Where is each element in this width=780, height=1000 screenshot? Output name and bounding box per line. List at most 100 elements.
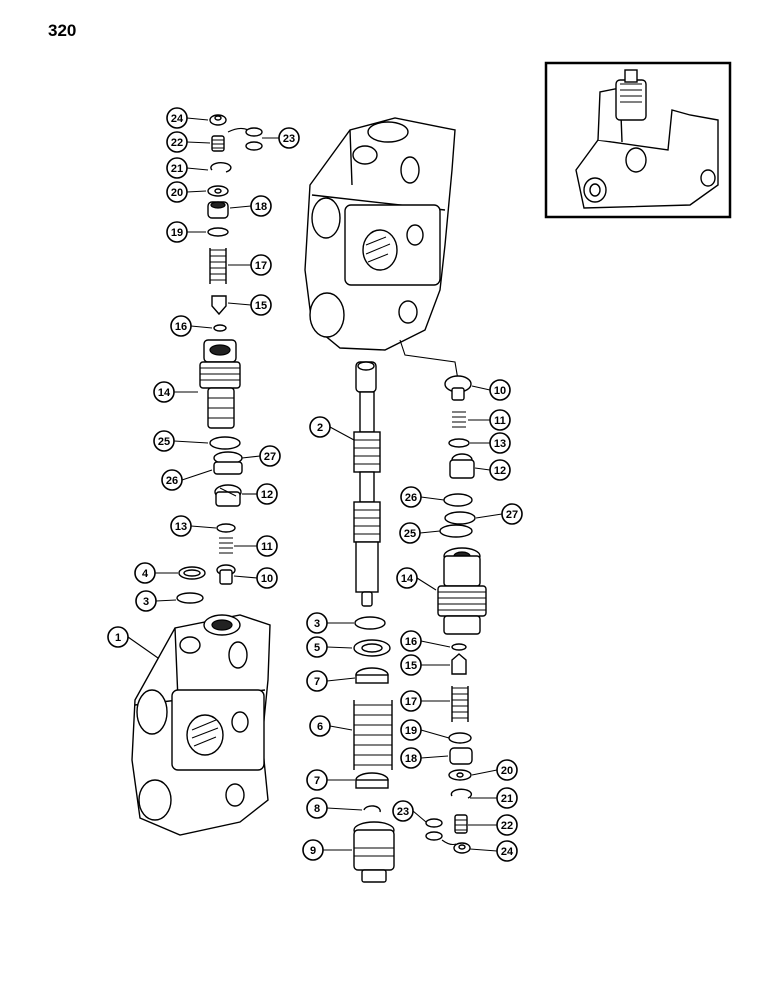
lower-valve-section-drawing bbox=[131, 614, 271, 836]
callout-number: 13 bbox=[175, 521, 187, 533]
callout-3: 3 bbox=[306, 612, 354, 634]
callout-number: 21 bbox=[501, 793, 513, 805]
callout-circle bbox=[256, 567, 278, 589]
callout-leader-line bbox=[329, 426, 355, 441]
callout-23: 23 bbox=[392, 800, 427, 823]
callout-15: 15 bbox=[227, 294, 272, 316]
callout-7: 7 bbox=[306, 670, 356, 692]
callout-leader-line bbox=[155, 599, 177, 602]
callout-leader-line bbox=[233, 575, 258, 579]
callout-circle bbox=[278, 127, 300, 149]
callout-leader-line bbox=[419, 530, 441, 534]
callout-leader-line bbox=[471, 769, 498, 776]
callout-number: 7 bbox=[314, 775, 320, 787]
callout-circle bbox=[400, 654, 422, 676]
callout-number: 17 bbox=[255, 260, 267, 272]
callout-leader-line bbox=[127, 636, 159, 659]
callout-circle bbox=[306, 636, 328, 658]
callout-circle bbox=[306, 769, 328, 791]
callout-number: 25 bbox=[158, 436, 170, 448]
callout-leader-line bbox=[416, 577, 437, 591]
callout-number: 18 bbox=[405, 753, 417, 765]
callout-number: 6 bbox=[317, 721, 323, 733]
callout-circle bbox=[256, 483, 278, 505]
callout-number: 18 bbox=[255, 201, 267, 213]
callout-circle bbox=[392, 800, 414, 822]
callout-circle bbox=[306, 612, 328, 634]
callout-circle bbox=[256, 535, 278, 557]
callout-10: 10 bbox=[471, 379, 511, 401]
callout-number: 15 bbox=[405, 660, 417, 672]
callout-leader-line bbox=[420, 496, 445, 501]
inset-valve-body-drawing bbox=[575, 69, 719, 209]
callout-number: 25 bbox=[404, 528, 416, 540]
left-stack-drawing bbox=[176, 114, 263, 604]
callout-26: 26 bbox=[161, 469, 213, 491]
callout-24: 24 bbox=[469, 840, 518, 862]
callout-circle bbox=[489, 409, 511, 431]
callout-circle bbox=[400, 486, 422, 508]
callout-20: 20 bbox=[166, 181, 207, 203]
callout-number: 12 bbox=[494, 465, 506, 477]
callout-circle bbox=[489, 379, 511, 401]
callout-number: 13 bbox=[494, 438, 506, 450]
callout-27: 27 bbox=[241, 445, 281, 467]
callout-number: 23 bbox=[283, 133, 295, 145]
inset-view bbox=[544, 61, 732, 219]
callout-circle bbox=[250, 195, 272, 217]
callout-number: 26 bbox=[405, 492, 417, 504]
callout-circle bbox=[259, 445, 281, 467]
callout-leader-line bbox=[173, 440, 209, 444]
callout-24: 24 bbox=[166, 107, 209, 129]
callout-number: 27 bbox=[264, 451, 276, 463]
callout-circle bbox=[302, 839, 324, 861]
callout-circle bbox=[250, 294, 272, 316]
callout-circle bbox=[250, 254, 272, 276]
callout-11: 11 bbox=[468, 409, 511, 431]
callout-25: 25 bbox=[153, 430, 209, 452]
callout-15: 15 bbox=[400, 654, 450, 676]
callout-circle bbox=[166, 221, 188, 243]
callout-circle bbox=[166, 181, 188, 203]
callout-leader-line bbox=[241, 455, 261, 459]
callout-circle bbox=[134, 562, 156, 584]
callout-number: 11 bbox=[261, 541, 273, 553]
callout-26: 26 bbox=[400, 486, 445, 508]
callout-circle bbox=[400, 719, 422, 741]
callout-circle bbox=[496, 840, 518, 862]
upper-valve-section-drawing bbox=[304, 117, 456, 351]
callout-27: 27 bbox=[475, 503, 523, 525]
callout-number: 16 bbox=[405, 636, 417, 648]
callout-14: 14 bbox=[396, 567, 437, 591]
callout-number: 3 bbox=[143, 596, 149, 608]
callout-leader-line bbox=[326, 677, 356, 682]
callout-circle bbox=[166, 131, 188, 153]
callout-circle bbox=[400, 630, 422, 652]
callout-number: 5 bbox=[314, 642, 320, 654]
callout-number: 20 bbox=[501, 765, 513, 777]
callout-circle bbox=[489, 432, 511, 454]
callout-number: 11 bbox=[494, 415, 506, 427]
callout-number: 15 bbox=[255, 300, 267, 312]
connection-line bbox=[399, 339, 459, 381]
callout-circle bbox=[166, 107, 188, 129]
callout-7: 7 bbox=[306, 769, 355, 791]
callout-number: 22 bbox=[171, 137, 183, 149]
callout-number: 1 bbox=[115, 632, 121, 644]
callout-circle bbox=[135, 590, 157, 612]
callout-number: 3 bbox=[314, 618, 320, 630]
page-number: 320 bbox=[48, 21, 76, 40]
callout-12: 12 bbox=[474, 459, 511, 481]
callout-leader-line bbox=[186, 190, 207, 193]
callout-circle bbox=[496, 759, 518, 781]
callout-leader-line bbox=[420, 640, 451, 648]
callout-10: 10 bbox=[233, 567, 278, 589]
callout-leader-line bbox=[326, 807, 363, 811]
callout-number: 14 bbox=[401, 573, 414, 585]
callout-13: 13 bbox=[170, 515, 217, 537]
callout-9: 9 bbox=[302, 839, 352, 861]
callout-circle bbox=[170, 315, 192, 337]
center-stack-drawing bbox=[353, 361, 395, 883]
callout-25: 25 bbox=[399, 522, 441, 544]
